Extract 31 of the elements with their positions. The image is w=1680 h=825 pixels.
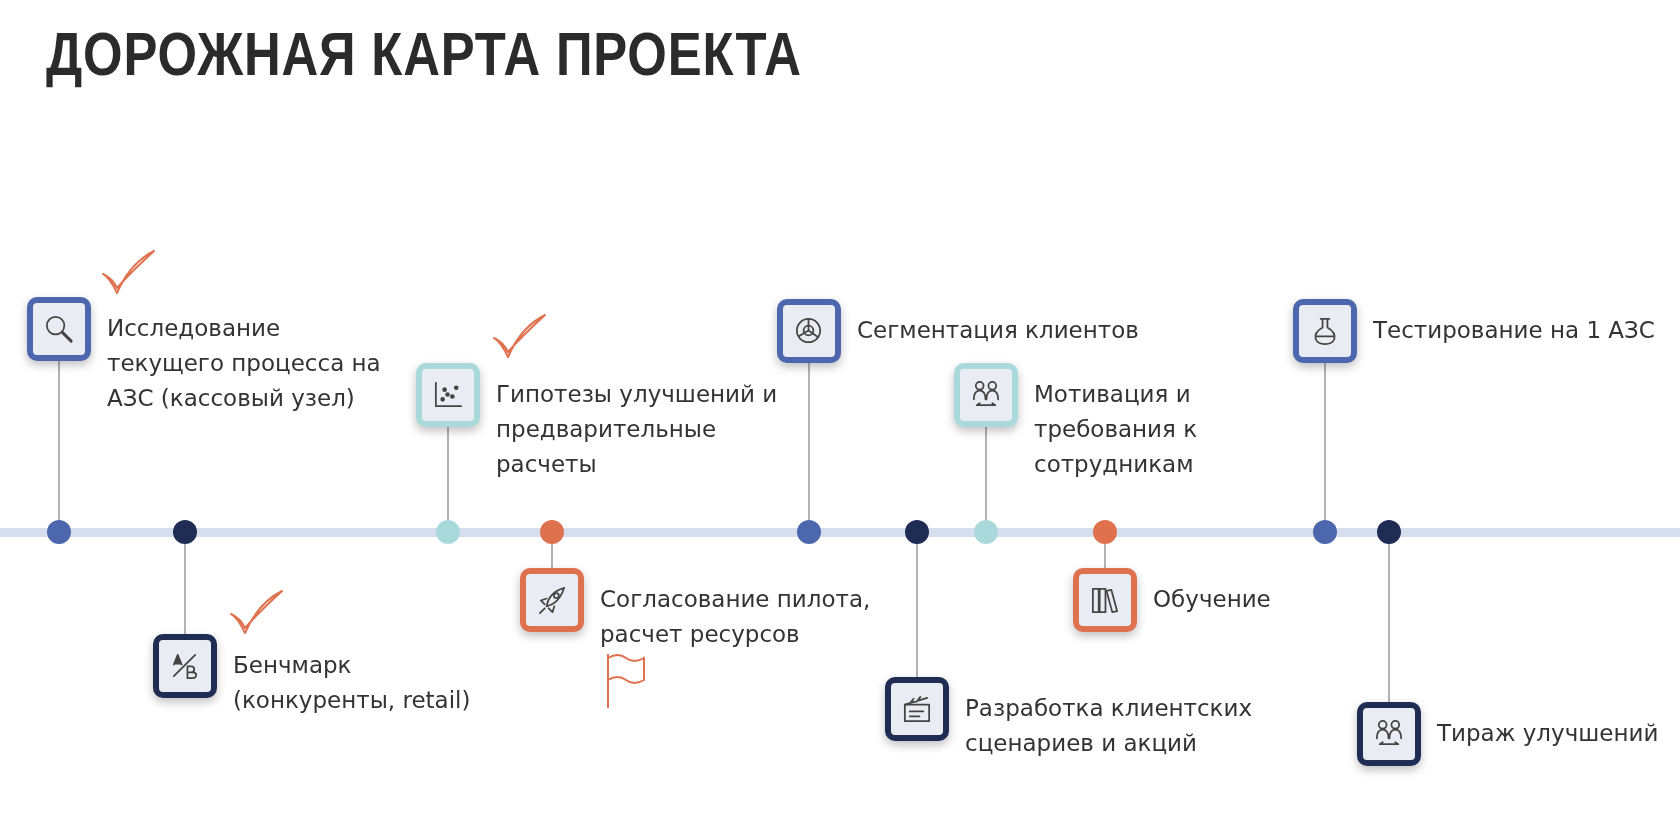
timeline-dot [436,520,460,544]
milestone-label: Обучение [1153,585,1272,614]
connector-line [1324,362,1326,521]
timeline-dot [1313,520,1337,544]
connector-line [184,543,186,635]
milestone-label: Мотивация и требования к сотрудникам [1034,380,1199,479]
title: ДОРОЖНАЯ КАРТА ПРОЕКТА [46,18,802,89]
connector-line [551,543,553,569]
timeline-dot [797,520,821,544]
timeline-dot [540,520,564,544]
timeline-dot [173,520,197,544]
connector-line [1388,543,1390,703]
milestone-label: Гипотезы улучшений и предварительные расчеты [496,380,779,479]
connector-line [985,426,987,521]
connector-line [447,426,449,521]
milestone-label: Бенчмарк (конкуренты, retail) [233,651,472,715]
milestone-label: Исследование текущего процесса на АЗС (кассовый узел) [107,314,382,413]
milestone-label: Разработка клиентских сценариев и акций [965,694,1254,758]
connector-line [808,362,810,521]
timeline-dot [1377,520,1401,544]
connector-line [1104,543,1106,569]
milestone-label: Тираж улучшений [1437,719,1660,748]
connector-line [58,360,60,521]
connector-line [916,543,918,678]
milestone-label: Тестирование на 1 АЗС [1373,316,1656,345]
milestone-label: Сегментация клиентов [857,316,1140,345]
timeline-dot [974,520,998,544]
timeline-dot [1093,520,1117,544]
timeline-dot [47,520,71,544]
milestone-label: Согласование пилота, расчет ресурсов [600,585,872,649]
timeline-dot [905,520,929,544]
